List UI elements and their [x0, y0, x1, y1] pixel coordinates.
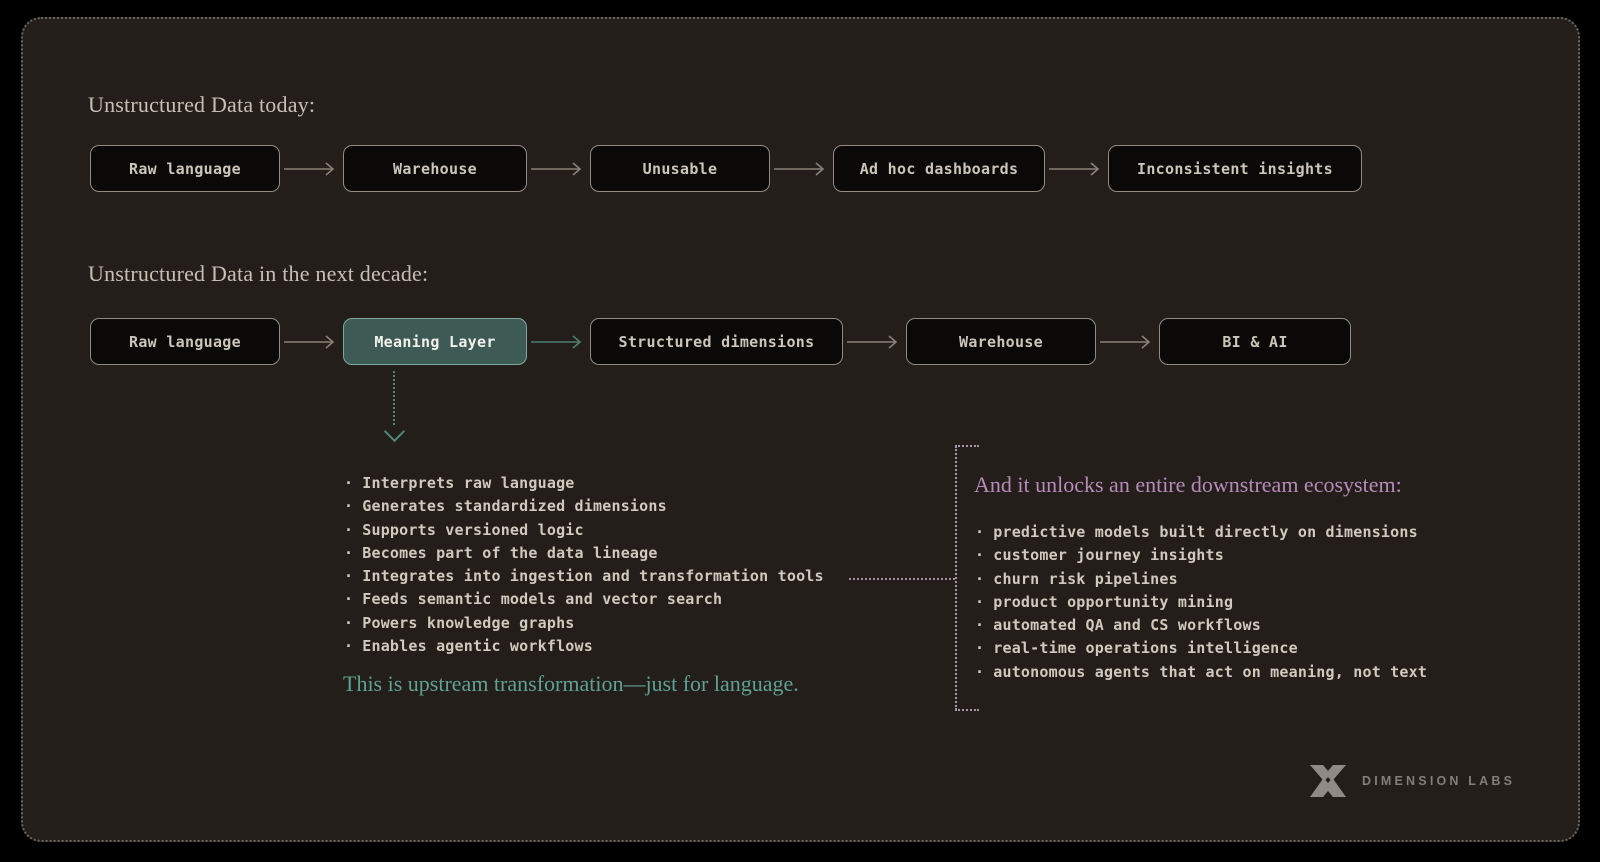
dotted-bracket-vertical [955, 446, 957, 710]
list-item: · Becomes part of the data lineage [344, 542, 824, 565]
list-item-text: Supports versioned logic [362, 520, 584, 539]
list-item-text: automated QA and CS workflows [993, 616, 1261, 635]
bullet-icon: · [975, 523, 985, 541]
bullet-icon: · [344, 543, 354, 562]
flow-row-today: Raw language Warehouse Unusable Ad hoc d… [90, 145, 1362, 192]
bullet-icon: · [975, 592, 985, 611]
list-item: · predictive models built directly on dim… [975, 521, 1427, 544]
bullet-icon: · [975, 616, 985, 635]
section-heading-today: Unstructured Data today: [88, 92, 316, 117]
list-item-text: Generates standardized dimensions [362, 497, 667, 516]
downstream-heading: And it unlocks an entire downstream ecos… [974, 472, 1402, 497]
arrow-right-icon [1045, 160, 1108, 178]
list-item: · Integrates into ingestion and transform… [344, 565, 824, 588]
bullet-icon: · [344, 637, 354, 656]
brand-name-text: DIMENSION LABS [1362, 774, 1516, 788]
chevron-down-icon [383, 420, 406, 443]
flow-box-raw-language-future: Raw language [90, 318, 280, 365]
list-item-text: customer journey insights [993, 546, 1225, 565]
flow-box-bi-and-ai: BI & AI [1159, 318, 1351, 365]
list-item-text: predictive models built directly on dime… [993, 523, 1418, 541]
list-item: · automated QA and CS workflows [975, 614, 1427, 637]
bullet-icon: · [344, 567, 354, 586]
list-item: · product opportunity mining [975, 591, 1427, 614]
arrow-right-icon [280, 333, 343, 351]
flow-box-meaning-layer: Meaning Layer [343, 318, 527, 365]
list-item-text: Feeds semantic models and vector search [362, 590, 723, 609]
meaning-layer-capabilities-list: · Interprets raw language · Generates stan… [344, 472, 824, 658]
dotted-bracket-top-tick [955, 445, 979, 447]
bullet-icon: · [344, 520, 354, 539]
list-item: · Enables agentic workflows [344, 635, 824, 658]
list-item: · real-time operations intelligence [975, 637, 1427, 660]
downstream-ecosystem-list: · predictive models built directly on dim… [975, 521, 1427, 684]
section-heading-future: Unstructured Data in the next decade: [88, 261, 429, 286]
arrow-right-icon [280, 160, 343, 178]
list-item-text: Interprets raw language [362, 474, 575, 492]
list-item-text: Enables agentic workflows [362, 637, 594, 656]
list-item-text: product opportunity mining [993, 592, 1234, 611]
flow-box-warehouse: Warehouse [343, 145, 527, 192]
bullet-icon: · [344, 613, 354, 632]
bullet-icon: · [344, 590, 354, 609]
arrow-right-teal-icon [527, 333, 590, 351]
bullet-icon: · [975, 639, 985, 658]
list-item-text: Integrates into ingestion and transforma… [362, 567, 824, 586]
list-item-text: Powers knowledge graphs [362, 613, 575, 632]
arrow-right-icon [843, 333, 906, 351]
flow-box-warehouse-future: Warehouse [906, 318, 1096, 365]
arrow-right-icon [770, 160, 833, 178]
list-item-text: churn risk pipelines [993, 569, 1178, 588]
arrow-right-icon [1096, 333, 1159, 351]
list-item: · Interprets raw language [344, 472, 824, 495]
bullet-icon: · [975, 662, 985, 681]
bullet-icon: · [975, 546, 985, 565]
list-item: · Feeds semantic models and vector search [344, 588, 824, 611]
list-item-text: autonomous agents that act on meaning, n… [993, 662, 1428, 681]
upstream-tagline: This is upstream transformation—just for… [343, 671, 799, 696]
list-item: · customer journey insights [975, 544, 1427, 567]
dotted-down-line [393, 371, 395, 425]
flow-box-structured-dimensions: Structured dimensions [590, 318, 843, 365]
flow-box-unusable: Unusable [590, 145, 770, 192]
dimension-labs-logo-icon [1310, 765, 1346, 797]
flow-row-future: Raw language Meaning Layer Structured di… [90, 318, 1351, 365]
dotted-bracket-bottom-tick [955, 709, 979, 711]
list-item: · Generates standardized dimensions [344, 495, 824, 518]
list-item-text: real-time operations intelligence [993, 639, 1298, 658]
footer-brand: DIMENSION LABS [1308, 763, 1515, 799]
bullet-icon: · [975, 569, 985, 588]
list-item-text: Becomes part of the data lineage [362, 543, 658, 562]
flow-box-raw-language: Raw language [90, 145, 280, 192]
list-item: · autonomous agents that act on meaning, … [975, 661, 1427, 684]
list-item: · Supports versioned logic [344, 519, 824, 542]
dotted-connector-line [849, 578, 955, 580]
list-item: · churn risk pipelines [975, 568, 1427, 591]
bullet-icon: · [344, 474, 354, 492]
flow-box-inconsistent-insights: Inconsistent insights [1108, 145, 1362, 192]
flow-box-ad-hoc-dashboards: Ad hoc dashboards [833, 145, 1045, 192]
arrow-right-icon [527, 160, 590, 178]
list-item: · Powers knowledge graphs [344, 612, 824, 635]
bullet-icon: · [344, 497, 354, 516]
